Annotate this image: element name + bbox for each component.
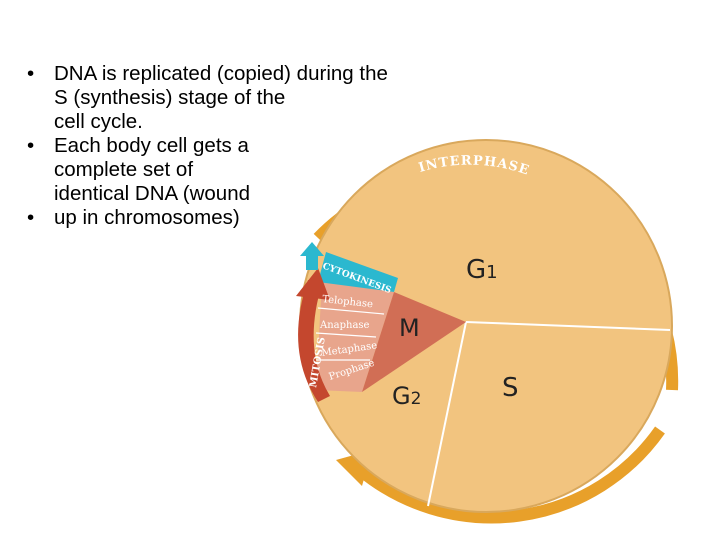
g2-label: G2 bbox=[392, 382, 421, 410]
bullet-line: complete set of bbox=[54, 158, 194, 181]
bullet-dot: • bbox=[27, 134, 35, 157]
m-wedge bbox=[362, 292, 466, 392]
bullet-item: • DNA is replicated (copied) during the … bbox=[27, 62, 467, 134]
g1-label: G1 bbox=[466, 255, 498, 285]
bullet-line: S (synthesis) stage of the bbox=[54, 86, 286, 109]
bullet-line: DNA is replicated (copied) during the bbox=[54, 62, 388, 85]
cytokinesis-arrow bbox=[300, 242, 324, 270]
interphase-arrow-bottom bbox=[356, 426, 665, 524]
mitosis-arrowhead bbox=[296, 268, 330, 300]
mitosis-arrow bbox=[298, 280, 330, 402]
bullet-dot: • bbox=[27, 206, 35, 229]
bullet-line: up in chromosomes) bbox=[54, 206, 240, 229]
g1-s-divider bbox=[465, 321, 671, 331]
bullet-line: identical DNA (wound bbox=[54, 182, 250, 205]
bullet-list: • DNA is replicated (copied) during the … bbox=[27, 62, 467, 230]
anaphase-label: Anaphase bbox=[319, 320, 370, 331]
phase-divider bbox=[315, 332, 377, 338]
bullet-dot: • bbox=[27, 62, 35, 85]
phase-divider bbox=[317, 307, 385, 315]
s-label: S bbox=[502, 373, 519, 403]
s-g2-divider bbox=[427, 321, 467, 507]
bullet-item: • Each body cell gets a complete set of … bbox=[27, 134, 467, 206]
telophase-label: Telophase bbox=[322, 294, 374, 310]
bullet-line: cell cycle. bbox=[54, 110, 143, 133]
m-label: M bbox=[399, 314, 420, 342]
bullet-item: • up in chromosomes) bbox=[27, 206, 467, 230]
cytokinesis-band bbox=[318, 252, 398, 292]
bullet-line: Each body cell gets a bbox=[54, 134, 249, 157]
